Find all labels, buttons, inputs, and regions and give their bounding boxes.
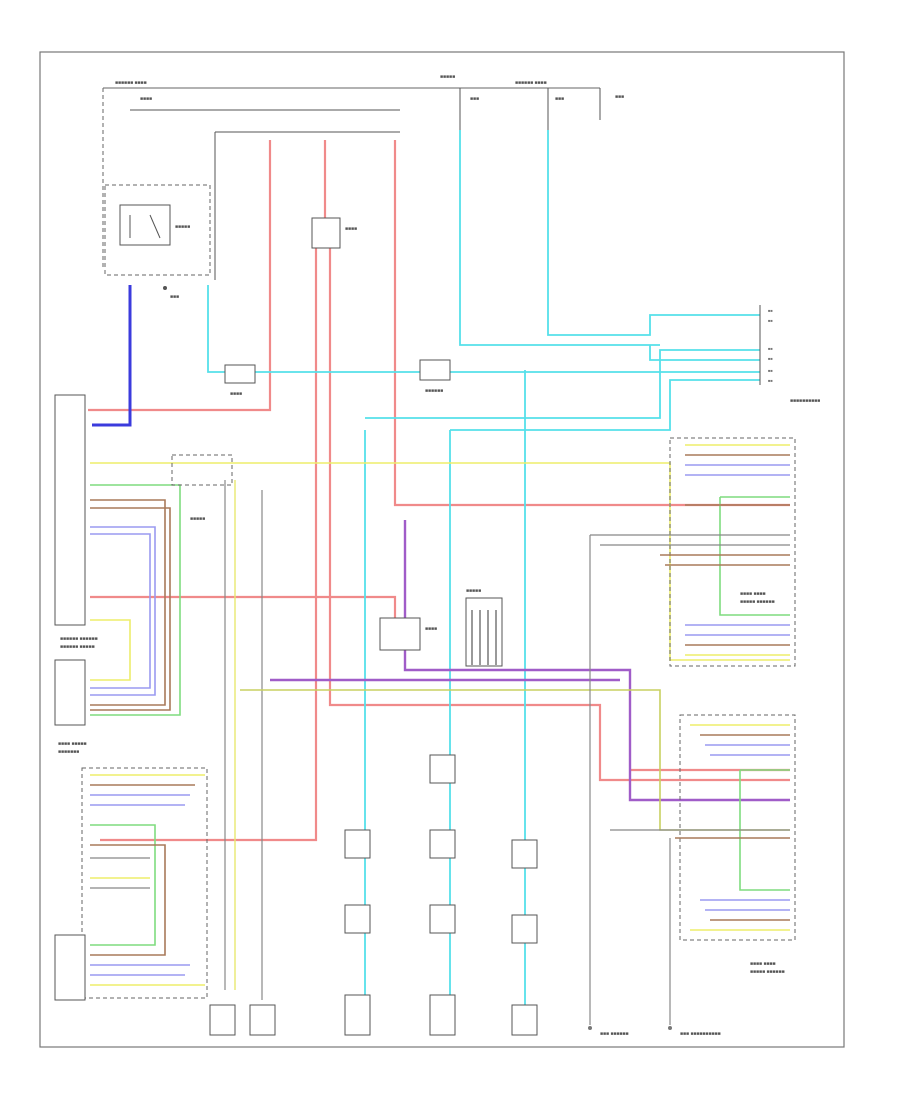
svg-text:■■■: ■■■ [470, 96, 479, 102]
svg-text:■■■■ ■■■■■: ■■■■ ■■■■■ [58, 741, 87, 747]
svg-text:■■■■■ ■■■■■■: ■■■■■ ■■■■■■ [740, 599, 775, 605]
svg-text:■■■■■■: ■■■■■■ [425, 388, 443, 394]
svg-text:■■■: ■■■ [170, 294, 179, 300]
top-power-bus: ■■■■■■ ■■■■ ■■■■■ ■■■■■■ ■■■■ ■■■■ ■■■ ■… [102, 74, 624, 280]
power-window-master-switch: ■■■■■■ ■■■■■■ ■■■■■■ ■■■■■ [54, 394, 98, 726]
power-window-fuse: ■■■■ [311, 217, 357, 249]
svg-text:■■■ ■■■■■■■■■■: ■■■ ■■■■■■■■■■ [680, 1031, 721, 1037]
svg-text:■■■■■ ■■■■■■: ■■■■■ ■■■■■■ [750, 969, 785, 975]
svg-text:■■■■■■ ■■■■■■: ■■■■■■ ■■■■■■ [60, 636, 98, 642]
master-switch-harness [90, 462, 790, 716]
left-rear-power-window-motor: ■■■■ ■■■■ ■■■■■ ■■■■■■ [590, 437, 796, 667]
svg-text:■■■: ■■■ [555, 96, 564, 102]
svg-text:■■■■ ■■■■: ■■■■ ■■■■ [740, 591, 766, 597]
svg-text:■■■■■■ ■■■■: ■■■■■■ ■■■■ [115, 80, 147, 86]
door-lock-switch: ■■■■■ [171, 454, 263, 1000]
svg-text:■■■: ■■■ [615, 94, 624, 100]
svg-text:■■■■■■ ■■■■: ■■■■■■ ■■■■ [515, 80, 547, 86]
svg-text:■■■■■: ■■■■■ [466, 588, 481, 594]
red-feed-wires [88, 140, 790, 842]
right-rear-power-window-motor: ■■■■ ■■■■ ■■■■■ ■■■■■■ [610, 714, 796, 975]
cyan-connector [419, 359, 451, 381]
svg-text:■■■■■: ■■■■■ [440, 74, 455, 80]
svg-text:■■■■: ■■■■ [230, 391, 242, 397]
svg-text:■■■■■: ■■■■■ [175, 224, 190, 230]
power-window-relay: ■■■■■ ■■■ [104, 184, 211, 300]
svg-text:■■■■: ■■■■ [425, 626, 437, 632]
left-front-power-window-motor: ■■■■ ■■■■■ ■■■■■■■ [54, 741, 208, 1001]
svg-text:■■: ■■ [768, 378, 773, 383]
svg-text:■■: ■■ [768, 308, 773, 313]
instrument-cluster: ■■ ■■ ■■ ■■ ■■ ■■ ■■■■■■■■■■ [759, 305, 820, 404]
svg-text:■■■■■■■■■■: ■■■■■■■■■■ [790, 398, 820, 404]
svg-text:■■: ■■ [768, 368, 773, 373]
svg-text:■■: ■■ [768, 356, 773, 361]
svg-text:■■■■■■■: ■■■■■■■ [58, 749, 79, 755]
svg-text:■■■■■■ ■■■■■: ■■■■■■ ■■■■■ [60, 644, 95, 650]
bottom-components: ■■■ ■■■■■■ ■■■ ■■■■■■■■■■ [209, 535, 721, 1037]
svg-text:■■■ ■■■■■■: ■■■ ■■■■■■ [600, 1031, 629, 1037]
left-connector [224, 364, 256, 384]
main-lock-unit: ■■■■ [240, 520, 790, 831]
svg-text:■■■■: ■■■■ [345, 226, 357, 232]
svg-text:■■■■ ■■■■: ■■■■ ■■■■ [750, 961, 776, 967]
svg-text:■■: ■■ [768, 346, 773, 351]
center-connector: ■■■■■ [465, 588, 503, 667]
svg-text:■■■■: ■■■■ [140, 96, 152, 102]
svg-text:■■■■■: ■■■■■ [190, 516, 205, 522]
blue-relay-wire [92, 285, 132, 427]
svg-text:■■: ■■ [768, 318, 773, 323]
cyan-wires [207, 130, 760, 1005]
diagram-frame [39, 51, 845, 1048]
